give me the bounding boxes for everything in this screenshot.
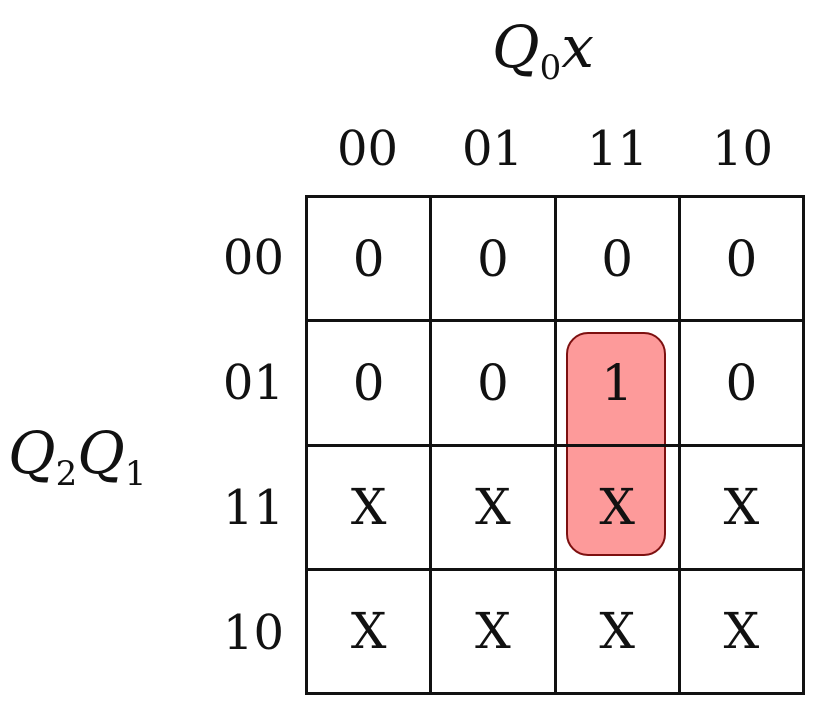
kmap-cell: 0 [556,198,681,323]
column-variable-label: Q0x [492,18,594,85]
kmap-cell: 0 [432,198,557,323]
kmap-cell: 0 [308,322,433,447]
kmap-cell: X [308,446,433,571]
column-variable-tail: x [561,13,594,81]
kmap-grid: 0 0 0 0 0 0 1 0 X X X X X X X X [305,195,805,695]
kmap-cell: X [680,570,805,695]
kmap-cell: 0 [308,198,433,323]
kmap-cell: 0 [680,198,805,323]
row-variable-first-subscript: 2 [55,454,78,494]
row-label: 10 [222,604,284,661]
kmap-cell: 1 [556,322,681,447]
column-variable-subscript: 0 [539,48,562,88]
column-labels: 00 01 11 10 [305,117,805,181]
kmap-cell: X [556,570,681,695]
kmap-cell: 0 [432,322,557,447]
row-label: 01 [222,354,284,411]
kmap-cell: X [680,446,805,571]
column-label: 11 [586,121,649,177]
column-variable-main: Q [492,13,540,81]
row-label: 00 [222,229,284,286]
column-label: 00 [336,121,399,177]
column-label: 01 [461,121,524,177]
kmap-cell: X [556,446,681,571]
row-variable-label: Q2Q1 [8,424,146,491]
row-variable-second: Q [77,419,125,487]
kmap-cell: 0 [680,322,805,447]
kmap-cell: X [308,570,433,695]
row-labels: 00 01 11 10 [198,195,284,695]
row-label: 11 [222,479,284,536]
column-label: 10 [711,121,774,177]
row-variable-second-subscript: 1 [124,454,147,494]
kmap-cell: X [432,446,557,571]
kmap-cell: X [432,570,557,695]
row-variable-first: Q [8,419,56,487]
